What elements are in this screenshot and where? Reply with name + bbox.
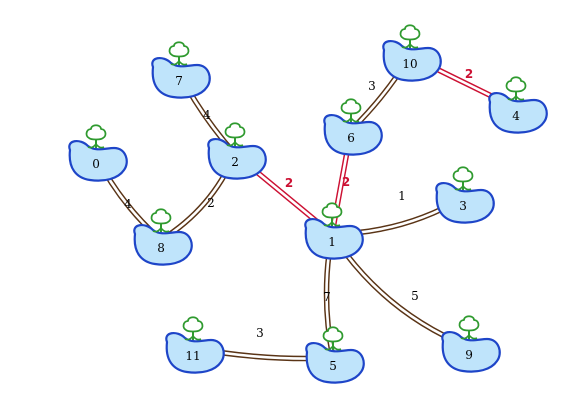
node-9: 9 bbox=[441, 315, 501, 373]
node-label: 1 bbox=[328, 235, 336, 249]
island-shape bbox=[151, 57, 211, 99]
edge-labels-layer: 4 4 2 2 2 3 2 1 5 7 3 bbox=[124, 67, 473, 340]
edge-weight-1-3: 1 bbox=[398, 189, 406, 203]
island-shape bbox=[304, 218, 364, 260]
island-shape bbox=[207, 138, 267, 180]
node-10: 10 bbox=[382, 24, 442, 82]
tree-icon bbox=[399, 24, 421, 49]
node-5: 5 bbox=[305, 326, 365, 384]
edge-weight-6-10: 3 bbox=[368, 79, 376, 93]
node-3: 3 bbox=[435, 166, 495, 224]
tree-icon bbox=[321, 202, 343, 227]
node-0: 0 bbox=[68, 124, 128, 182]
edge-weight-2-1: 2 bbox=[285, 176, 293, 190]
node-7: 7 bbox=[151, 41, 211, 99]
island-shape bbox=[165, 332, 225, 374]
node-4: 4 bbox=[488, 76, 548, 134]
node-6: 6 bbox=[323, 98, 383, 156]
edge-weight-1-5: 7 bbox=[323, 290, 331, 304]
node-label: 9 bbox=[465, 348, 473, 362]
tree-icon bbox=[505, 76, 527, 101]
edge-weight-0-8: 4 bbox=[124, 197, 132, 211]
node-label: 2 bbox=[231, 155, 239, 169]
tree-icon bbox=[340, 98, 362, 123]
island-shape bbox=[382, 40, 442, 82]
node-label: 10 bbox=[402, 57, 417, 71]
node-label: 3 bbox=[459, 199, 467, 213]
tree-icon bbox=[452, 166, 474, 191]
tree-icon bbox=[85, 124, 107, 149]
tree-icon bbox=[458, 315, 480, 340]
node-label: 4 bbox=[512, 109, 520, 123]
tree-icon bbox=[168, 41, 190, 66]
node-label: 7 bbox=[175, 74, 183, 88]
island-shape bbox=[305, 342, 365, 384]
node-11: 11 bbox=[165, 316, 225, 374]
node-label: 8 bbox=[157, 241, 165, 255]
tree-icon bbox=[322, 326, 344, 351]
island-shape bbox=[488, 92, 548, 134]
island-shape bbox=[435, 182, 495, 224]
island-shape bbox=[323, 114, 383, 156]
edge-weight-7-2: 4 bbox=[203, 108, 211, 122]
node-8: 8 bbox=[133, 208, 193, 266]
nodes-layer: 0 1 2 3 4 5 6 7 8 9 10 11 bbox=[68, 24, 548, 384]
edge-weight-10-4: 2 bbox=[465, 67, 473, 81]
tree-icon bbox=[224, 122, 246, 147]
edge-weight-6-1: 2 bbox=[342, 175, 350, 189]
node-2: 2 bbox=[207, 122, 267, 180]
island-shape bbox=[133, 224, 193, 266]
island-shape bbox=[441, 331, 501, 373]
edge-weight-11-5: 3 bbox=[256, 326, 264, 340]
node-label: 6 bbox=[347, 131, 355, 145]
edge-weight-2-8: 2 bbox=[207, 196, 215, 210]
node-label: 0 bbox=[92, 157, 100, 171]
node-label: 11 bbox=[185, 349, 200, 363]
tree-icon bbox=[150, 208, 172, 233]
island-shape bbox=[68, 140, 128, 182]
node-1: 1 bbox=[304, 202, 364, 260]
edge-weight-1-9: 5 bbox=[411, 289, 419, 303]
tree-icon bbox=[182, 316, 204, 341]
node-label: 5 bbox=[329, 359, 337, 373]
